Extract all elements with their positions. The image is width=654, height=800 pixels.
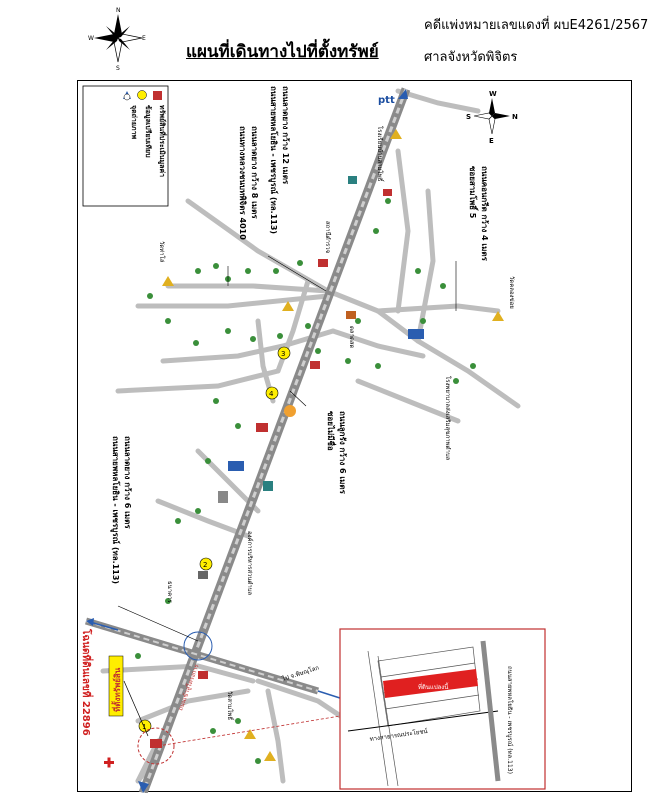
cross-highway [84,617,348,703]
page-title: แผนที่เดินทางไปที่ตั้งทรัพย์ [186,42,379,62]
compass-e: E [142,35,146,42]
compass-n: N [116,7,121,14]
header-compass: N S W E [88,4,148,72]
building-icons [198,176,424,679]
place-wat-left: วัดท่าโล่ [158,241,166,263]
site-marker-label: ที่ตั้งทรัพย์สิน [111,667,122,712]
local-road-width: ถนนลาดยาง กว้าง 8 เมตร [250,126,260,219]
inset-right-label: ถนนสายพหลโยธิน - เพชรบูรณ์ (ทล.113) [506,666,514,774]
legend: ทรัพย์สินที่ประเมินมูลค่า ข้อมูลเปรียบเท… [82,85,169,207]
soi-center-width: ถนนลูกรัง กว้าง 6 เมตร [337,411,348,495]
case-number: คดีแพ่งหมายเลขแดงที่ ผบE4261/2567 [424,18,649,33]
top-highway-label: ถนนสายพหลโยธิน - เพชรบูรณ์ (ทล.113) [268,86,279,234]
place-office: องค์การบริหารส่วนตำบล [246,531,254,596]
direction-arrows [138,89,408,793]
point-2: 2 [203,561,207,569]
to-town-label: ไป จ.พิษณุโลก [280,663,320,683]
map-canvas: ptt [80,85,546,795]
ptt-label: ptt [378,95,395,106]
place-market: ตลาดสด [348,326,355,349]
soi-center-label: ซอยไม่มีชื่อ [326,411,337,451]
court-name: ศาลจังหวัดพิจิตร [424,50,518,65]
temple-icons [162,129,504,761]
compass-s: S [116,65,120,70]
place-police: สถานีตำรวจ [324,221,332,253]
deed-label: โฉนดที่ดินเลขที่ 22896 [80,628,94,736]
legend-item-photo: จุดถ่ายภาพ [130,105,138,139]
local-road-name: ถนนทางหลวงชนบทพิจิตร 4010 [238,126,247,240]
top-highway-width: ถนนลาดยาง กว้าง 12 เมตร [281,86,291,185]
legend-item-compare: ข้อมูลเปรียบเทียบ [143,105,153,158]
map-compass-n: N [512,113,518,121]
hospital-icon [104,757,114,768]
map-compass-s: S [466,113,471,121]
place-wat-top: วัดสามโพธิ์ [226,691,235,721]
photo-points: 3 4 2 1 [138,346,291,733]
map-compass-e: E [489,137,494,145]
main-highway [138,87,411,795]
map-compass-w: W [489,90,497,98]
inset-red-label: ที่ดินแปลงนี้ [418,681,449,691]
site-marker: ที่ตั้งทรัพย์สิน [108,655,341,765]
map-compass: W E S N [466,90,518,145]
place-hospital: โรงพยาบาลส่งเสริมสุขภาพตำบล [444,376,452,461]
soi-right-label: ซอยสามโพธิ์ 5 [468,166,479,219]
place-school: โรงเรียนบ้านสามโพธิ์ [376,126,385,183]
point-3: 3 [281,350,285,358]
inset-detail: ที่ดินแปลงนี้ ทางสาธารณประโยชน์ ถนนสายพห… [339,628,546,790]
soi-right-width: ถนนคอนกรีต กว้าง 4 เมตร [480,166,490,262]
tree-icons [135,198,476,764]
point-4: 4 [269,390,274,398]
compass-w: W [88,35,94,42]
bottom-highway-width: ถนนลาดยาง กว้าง 6 เมตร [123,436,133,529]
bottom-highway-label: ถนนสายพหลโยธิน - เพชรบูรณ์ (ทล.113) [110,436,121,584]
map-frame: ptt [77,80,632,795]
legend-item-property: ทรัพย์สินที่ประเมินมูลค่า [157,105,168,177]
place-wat-right: วัดคลองข่อย [508,276,515,309]
place-bank: ธนาคาร [166,581,173,604]
